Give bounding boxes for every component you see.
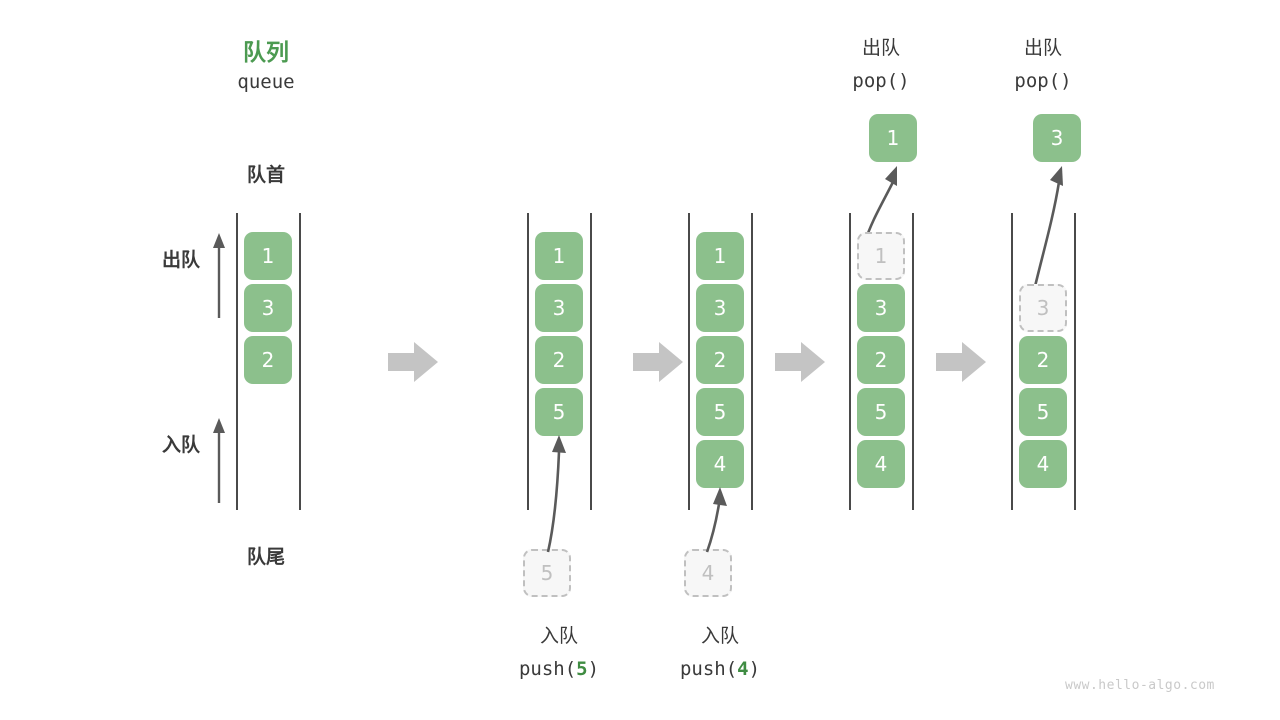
operation-label-cn: 入队 bbox=[539, 625, 578, 647]
operation-label-code: push(4) bbox=[648, 658, 792, 680]
operation-label-code: push(5) bbox=[487, 658, 631, 680]
queue-cell: 4 bbox=[857, 440, 905, 488]
queue-cell: 1 bbox=[244, 232, 292, 280]
diagram-title-cn: 队列 bbox=[243, 40, 289, 66]
queue-cell: 2 bbox=[696, 336, 744, 384]
queue-cell: 2 bbox=[244, 336, 292, 384]
operation-label-cn: 出队 bbox=[861, 37, 900, 59]
queue-cell-removed: 3 bbox=[1019, 284, 1067, 332]
operation-label-cn: 入队 bbox=[700, 625, 739, 647]
queue-cell: 5 bbox=[696, 388, 744, 436]
queue-rail-right bbox=[751, 213, 753, 510]
queue-cell: 5 bbox=[857, 388, 905, 436]
queue-cell: 2 bbox=[857, 336, 905, 384]
watermark: www.hello-algo.com bbox=[1065, 678, 1215, 693]
enqueue-arrow-icon bbox=[705, 487, 727, 553]
queue-cell: 2 bbox=[535, 336, 583, 384]
popped-element: 1 bbox=[869, 114, 917, 162]
enqueue-direction-label: 入队 bbox=[161, 434, 200, 456]
enqueue-arrow-icon bbox=[546, 435, 566, 553]
queue-rail-right bbox=[912, 213, 914, 510]
incoming-element-ghost: 5 bbox=[523, 549, 571, 597]
operation-label-cn: 出队 bbox=[1023, 37, 1062, 59]
queue-rail-left bbox=[527, 213, 529, 510]
queue-cell-removed: 1 bbox=[857, 232, 905, 280]
incoming-element-ghost: 4 bbox=[684, 549, 732, 597]
queue-rail-left bbox=[688, 213, 690, 510]
queue-cell: 5 bbox=[1019, 388, 1067, 436]
op-code-suffix: ) bbox=[1060, 70, 1072, 92]
step-arrow-icon bbox=[633, 342, 683, 382]
queue-rail-left bbox=[236, 213, 238, 510]
step-arrow-icon bbox=[388, 342, 438, 382]
dequeue-direction-label: 出队 bbox=[161, 249, 200, 271]
queue-rail-left bbox=[849, 213, 851, 510]
popped-element: 3 bbox=[1033, 114, 1081, 162]
operation-label-code: pop() bbox=[981, 70, 1105, 92]
diagram-title-en: queue bbox=[237, 71, 295, 93]
queue-cell: 3 bbox=[696, 284, 744, 332]
queue-cell: 4 bbox=[1019, 440, 1067, 488]
queue-rail-right bbox=[1074, 213, 1076, 510]
step-arrow-icon bbox=[775, 342, 825, 382]
op-code-prefix: pop( bbox=[1014, 70, 1061, 92]
op-code-suffix: ) bbox=[587, 658, 600, 680]
step-arrow-icon bbox=[936, 342, 986, 382]
queue-rail-right bbox=[299, 213, 301, 510]
queue-cell: 1 bbox=[696, 232, 744, 280]
queue-cell: 3 bbox=[857, 284, 905, 332]
queue-cell: 3 bbox=[244, 284, 292, 332]
dequeue-direction-arrow-icon bbox=[213, 233, 225, 318]
enqueue-direction-arrow-icon bbox=[213, 418, 225, 503]
op-code-prefix: push( bbox=[679, 658, 738, 680]
queue-rear-label: 队尾 bbox=[246, 546, 285, 568]
op-code-arg: 5 bbox=[576, 658, 588, 680]
queue-cell: 2 bbox=[1019, 336, 1067, 384]
queue-rail-right bbox=[590, 213, 592, 510]
op-code-prefix: push( bbox=[518, 658, 577, 680]
op-code-suffix: ) bbox=[898, 70, 910, 92]
queue-cell-new: 5 bbox=[535, 388, 583, 436]
dequeue-arrow-icon bbox=[1031, 166, 1063, 296]
op-code-prefix: pop( bbox=[852, 70, 899, 92]
op-code-arg: 4 bbox=[737, 658, 749, 680]
queue-cell-new: 4 bbox=[696, 440, 744, 488]
queue-cell: 3 bbox=[535, 284, 583, 332]
op-code-suffix: ) bbox=[748, 658, 761, 680]
queue-cell: 1 bbox=[535, 232, 583, 280]
operation-label-code: pop() bbox=[819, 70, 943, 92]
queue-front-label: 队首 bbox=[246, 164, 285, 186]
queue-rail-left bbox=[1011, 213, 1013, 510]
